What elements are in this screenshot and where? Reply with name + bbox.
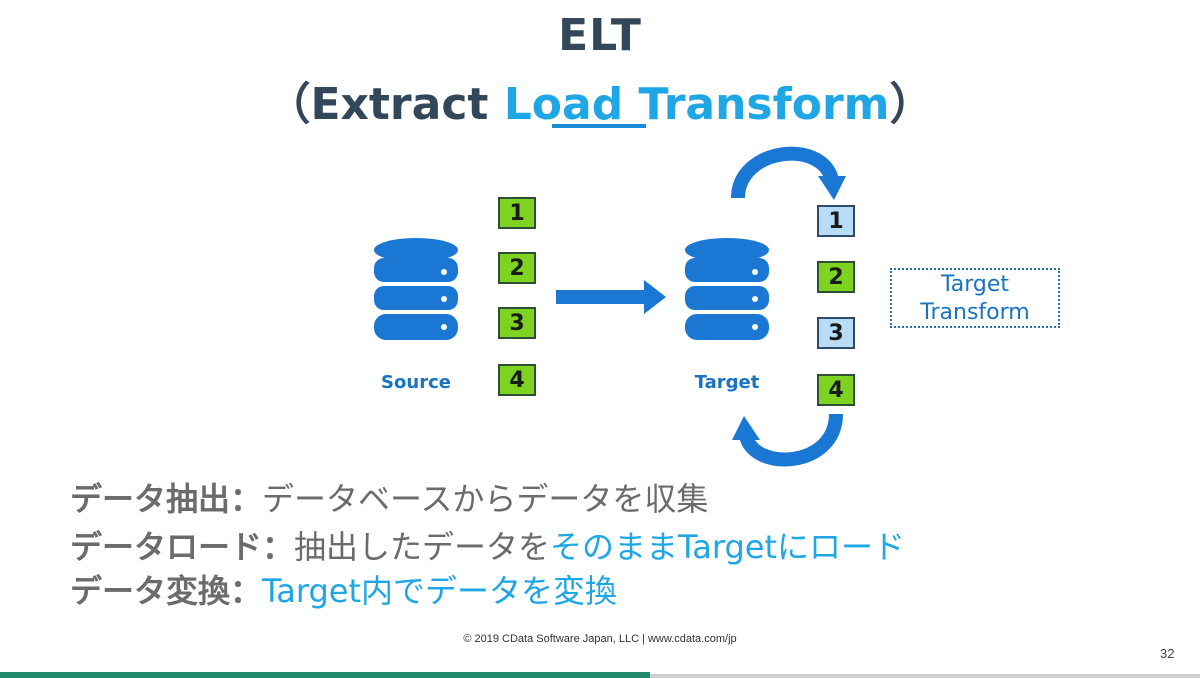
- bullet-term: データロード：: [70, 528, 295, 566]
- source-label: Source: [381, 372, 451, 393]
- bullet-term: データ変換：: [70, 572, 263, 610]
- bottom-accent-bar: [0, 672, 650, 678]
- target-label: Target: [694, 372, 760, 393]
- subtitle-transform: Transform: [638, 79, 890, 130]
- target-database-icon: [685, 238, 769, 340]
- subtitle-open-paren: （: [266, 79, 311, 130]
- bullet-text: 抽出したデータを: [294, 528, 551, 566]
- slide-title: ELT: [558, 10, 642, 61]
- source-item-3: 3: [498, 307, 536, 339]
- bottom-gray-bar: [650, 674, 1200, 678]
- slide-subtitle: （Extract Load Transform）: [0, 68, 1200, 132]
- target-item-2: 2: [817, 261, 855, 293]
- target-item-4: 4: [817, 374, 855, 406]
- page-number: 32: [1160, 646, 1175, 661]
- subtitle-load: Load: [503, 79, 624, 130]
- source-item-2: 2: [498, 252, 536, 284]
- target-transform-line1: Target: [940, 272, 1010, 297]
- bullet-highlight: Target内でデータを変換: [262, 572, 618, 610]
- bullet-term: データ抽出：: [70, 480, 263, 518]
- load-underline: [552, 124, 646, 128]
- bullet-transform: データ変換：Target内でデータを変換: [70, 566, 617, 612]
- target-transform-box: Target Transform: [890, 268, 1060, 328]
- subtitle-extract: Extract: [310, 79, 504, 130]
- source-item-4: 4: [498, 364, 536, 396]
- target-transform-line2: Transform: [920, 300, 1030, 325]
- top-cycle-arrow-icon: [731, 146, 846, 200]
- bullet-highlight: そのままTargetにロード: [550, 528, 906, 566]
- bullet-extract: データ抽出：データベースからデータを収集: [70, 474, 708, 520]
- subtitle-close-paren: ）: [889, 79, 934, 130]
- bottom-cycle-arrow-icon: [732, 413, 843, 467]
- bullet-load: データロード：抽出したデータをそのままTargetにロード: [70, 522, 905, 568]
- source-database-icon: [374, 238, 458, 340]
- load-arrow-icon: [556, 280, 666, 314]
- target-item-1: 1: [817, 205, 855, 237]
- target-item-3: 3: [817, 317, 855, 349]
- bullet-text: データベースからデータを収集: [262, 480, 709, 518]
- source-item-1: 1: [498, 197, 536, 229]
- footer-copyright: © 2019 CData Software Japan, LLC | www.c…: [463, 633, 737, 645]
